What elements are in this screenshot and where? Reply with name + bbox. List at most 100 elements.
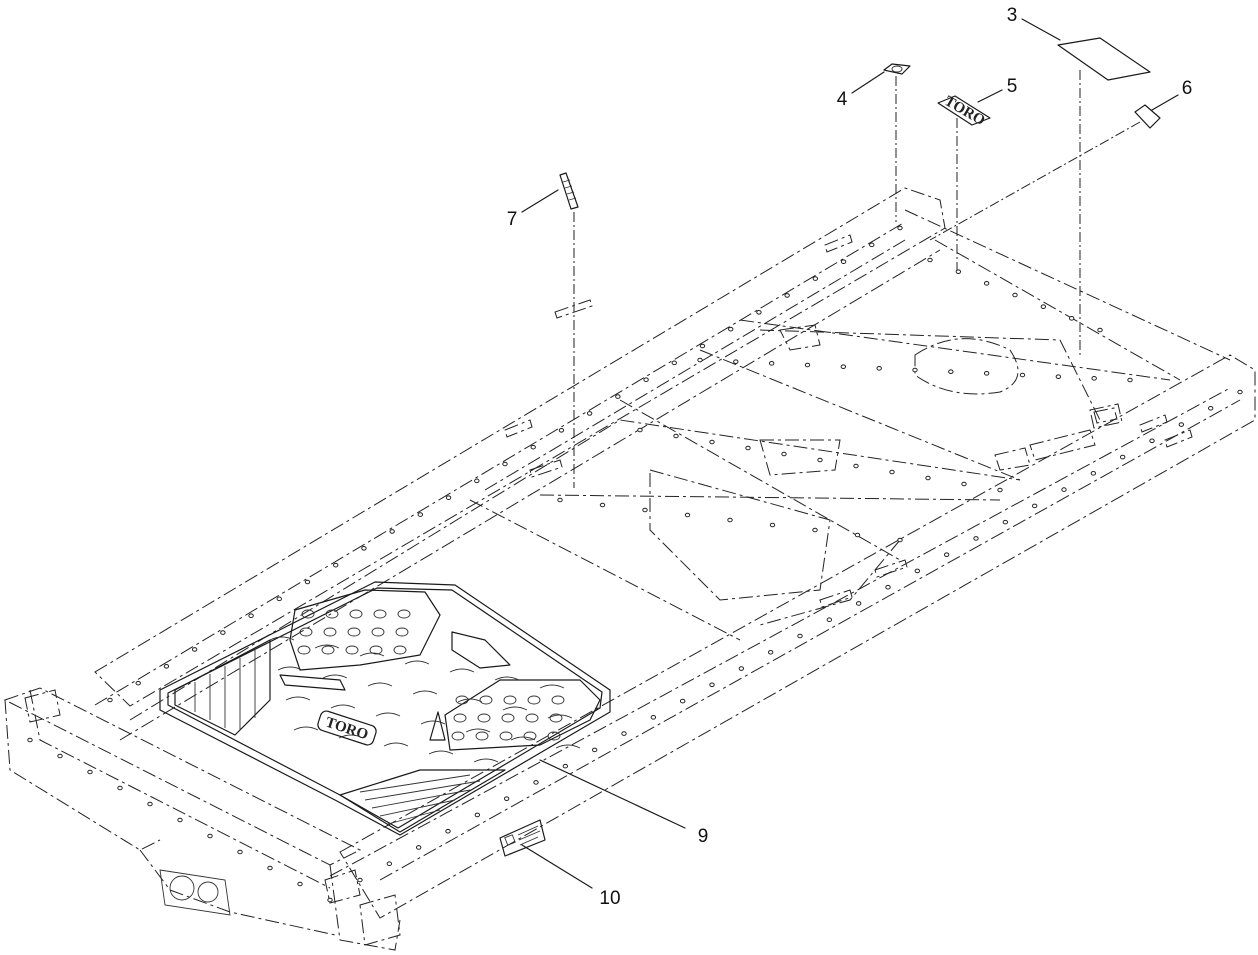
- tread-oval: [323, 627, 337, 637]
- frame-hole: [684, 512, 691, 518]
- svg-text:10: 10: [599, 888, 620, 909]
- frame-hole: [530, 444, 536, 450]
- mat-texture-wave: [428, 750, 454, 755]
- tread-oval: [551, 695, 565, 705]
- frame-hole: [1002, 519, 1009, 525]
- frame-hole: [889, 469, 895, 475]
- mat-texture-wave: [367, 682, 393, 687]
- tread-oval: [527, 695, 541, 705]
- frame-hole: [1097, 327, 1103, 333]
- frame-hole: [650, 715, 657, 720]
- frame-hole: [961, 481, 967, 487]
- mat-texture-wave: [502, 706, 528, 711]
- tread-oval: [397, 609, 411, 619]
- frame-hole: [943, 552, 950, 557]
- frame-hole: [869, 242, 875, 248]
- mat-texture-wave: [383, 742, 409, 747]
- svg-text:7: 7: [507, 209, 518, 230]
- tread-oval: [453, 713, 467, 723]
- mat-texture-wave: [285, 696, 311, 701]
- frame-hole: [558, 427, 565, 433]
- frame-hole: [817, 457, 823, 463]
- tread-oval: [393, 645, 407, 655]
- frame-hole: [643, 377, 649, 383]
- frame-hole: [1012, 292, 1018, 298]
- decal-item-6: [929, 104, 1161, 241]
- floor-mat: TORO: [159, 581, 611, 836]
- frame-hole: [697, 357, 703, 363]
- frame-hole: [474, 812, 481, 818]
- frame-hole: [983, 281, 990, 286]
- frame-hole: [445, 828, 451, 834]
- mat-texture-wave: [539, 684, 565, 689]
- frame-hole: [876, 366, 882, 371]
- mat-texture-wave: [457, 698, 483, 703]
- frame-hole: [147, 801, 153, 807]
- frame-hole: [533, 780, 539, 785]
- frame-holes: [27, 225, 1243, 903]
- frame-hole: [1149, 438, 1155, 444]
- frame-hole: [826, 617, 833, 623]
- frame-hole: [709, 439, 715, 445]
- frame-hole: [925, 475, 931, 481]
- decal-item-7: [559, 172, 579, 488]
- tread-oval: [347, 627, 361, 637]
- frame-hole: [248, 613, 254, 619]
- frame-hole: [57, 753, 63, 759]
- frame-hole: [1127, 377, 1133, 383]
- frame-hole: [784, 293, 790, 298]
- tread-oval: [369, 645, 383, 655]
- frame-hole: [415, 845, 422, 850]
- frame-hole: [1055, 374, 1062, 379]
- frame-hole: [854, 532, 861, 538]
- tread-oval: [301, 609, 315, 619]
- frame-hole: [117, 785, 123, 791]
- frame-hole: [474, 478, 480, 484]
- frame-hole: [955, 269, 962, 274]
- frame-hole: [1040, 304, 1047, 309]
- frame-hole: [914, 568, 921, 574]
- frame-hole: [1119, 454, 1126, 460]
- callout-10: 10: [521, 844, 621, 909]
- frame-hole: [562, 763, 569, 769]
- frame-hole: [177, 817, 183, 823]
- frame-hole: [1019, 372, 1026, 378]
- tread-oval: [345, 645, 359, 655]
- mat-texture-wave: [314, 644, 340, 649]
- mat-texture-wave: [494, 676, 520, 681]
- decal-item-4: [883, 63, 911, 222]
- tread-oval: [395, 627, 409, 637]
- svg-text:9: 9: [698, 826, 709, 847]
- frame-hole: [599, 502, 606, 508]
- frame-hole: [738, 666, 745, 671]
- frame-hole: [642, 507, 648, 513]
- tread-oval: [547, 731, 561, 741]
- mat-texture-wave: [330, 704, 356, 709]
- mat-texture-wave: [412, 690, 438, 695]
- frame-hole: [591, 747, 598, 753]
- frame-hole: [1061, 487, 1067, 492]
- frame-hole: [812, 276, 819, 281]
- frame-hole: [745, 445, 751, 451]
- callout-9: 9: [539, 759, 709, 847]
- tread-oval: [479, 695, 493, 705]
- svg-text:5: 5: [1007, 76, 1018, 97]
- frame-hole: [386, 861, 393, 867]
- frame-hole: [389, 529, 395, 534]
- frame-hole: [1237, 389, 1243, 395]
- mat-texture-wave: [465, 728, 491, 733]
- frame-hole: [163, 663, 170, 669]
- callout-3: 3: [1007, 5, 1061, 41]
- tread-oval: [523, 731, 537, 741]
- chassis-frame: [3, 187, 1256, 951]
- mat-texture-wave: [420, 720, 446, 725]
- frame-hole: [361, 545, 367, 551]
- frame-hole: [709, 682, 715, 688]
- frame-hole: [220, 630, 226, 635]
- frame-hole: [333, 562, 339, 568]
- tread-oval: [297, 645, 311, 655]
- mat-texture-wave: [269, 636, 295, 641]
- callout-6: 6: [1151, 78, 1192, 111]
